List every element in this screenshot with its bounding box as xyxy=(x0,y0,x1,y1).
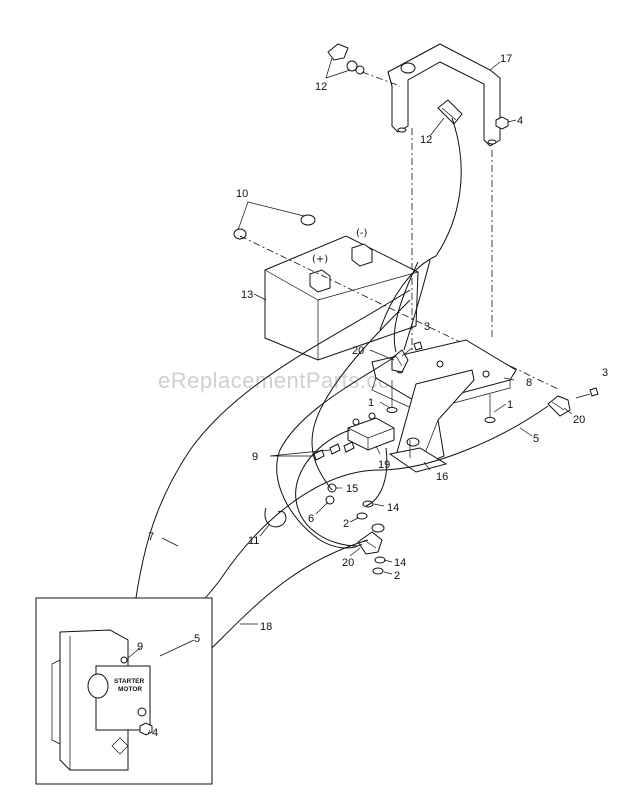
callout-10: 10 xyxy=(236,188,248,200)
callout-9-starter: 9 xyxy=(137,641,143,653)
callout-labels: 12 17 4 12 10 13 3 20 8 3 1 1 20 5 9 19 … xyxy=(137,53,608,739)
callout-16: 16 xyxy=(436,471,448,483)
leader-lines xyxy=(127,57,573,735)
callout-20-right: 20 xyxy=(573,414,585,426)
positive-terminal-label: (+) xyxy=(312,254,328,265)
callout-1-left: 1 xyxy=(368,397,374,409)
solenoid-bracket-16 xyxy=(388,369,475,473)
callout-14-upper: 14 xyxy=(387,502,399,514)
washer-14-lower xyxy=(374,556,386,564)
callout-4-starter: 4 xyxy=(152,727,158,739)
cable-clip-12-upper xyxy=(327,43,365,75)
callout-2-lower: 2 xyxy=(394,570,400,582)
callout-7: 7 xyxy=(148,531,154,543)
washer-15 xyxy=(327,483,337,493)
callout-9-upper: 9 xyxy=(252,451,258,463)
terminal-lug-lower xyxy=(371,523,385,533)
callout-15: 15 xyxy=(346,483,358,495)
battery-cap-10 xyxy=(233,214,316,240)
negative-terminal-label: (-) xyxy=(356,228,368,239)
callout-13: 13 xyxy=(241,289,253,301)
nut-2-upper xyxy=(356,512,368,520)
bolt-1-right xyxy=(484,394,496,423)
starter-motor-label-line1: STARTER xyxy=(114,678,145,685)
callout-3-right: 3 xyxy=(602,367,608,379)
callout-14-lower: 14 xyxy=(394,557,406,569)
callout-20-top: 20 xyxy=(352,345,364,357)
callout-5-lower: 5 xyxy=(194,633,200,645)
callout-6: 6 xyxy=(308,513,314,525)
callout-12-lower: 12 xyxy=(420,134,432,146)
callout-1-right: 1 xyxy=(507,399,513,411)
screw-3-right xyxy=(575,387,599,399)
solenoid-19 xyxy=(347,412,395,451)
battery-bracket-17 xyxy=(387,43,501,147)
battery-13 xyxy=(264,235,419,361)
callout-2-upper: 2 xyxy=(343,518,349,530)
nut-4-starter xyxy=(139,722,153,736)
callout-3-upper: 3 xyxy=(424,321,430,333)
watermark-text: eReplacementParts.com xyxy=(158,368,409,393)
callout-12-upper: 12 xyxy=(315,81,327,93)
cable-tie-11 xyxy=(264,507,287,528)
callout-5-upper: 5 xyxy=(533,433,539,445)
callout-17: 17 xyxy=(500,53,512,65)
fuse-holder-20-right xyxy=(547,395,571,417)
nut-4-top xyxy=(495,116,509,130)
fuse-holder-20-top xyxy=(391,349,409,373)
nut-2-lower xyxy=(372,567,384,575)
bolt-1-left xyxy=(386,380,398,413)
washer-14-upper xyxy=(362,500,374,508)
callout-4-bracket: 4 xyxy=(517,115,523,127)
starter-motor-label-line2: MOTOR xyxy=(118,686,142,693)
mounting-plate-8 xyxy=(371,339,517,413)
callout-20-lower: 20 xyxy=(342,557,354,569)
callout-11: 11 xyxy=(248,535,259,547)
callout-18: 18 xyxy=(260,621,272,633)
engine-inset xyxy=(35,597,213,785)
cable-clip-12-lower xyxy=(437,99,463,125)
screw-3-upper xyxy=(401,341,423,357)
bolt-9-group xyxy=(313,441,355,461)
callout-19: 19 xyxy=(378,459,390,471)
fuse-holder-20-lower xyxy=(357,531,383,555)
callout-8: 8 xyxy=(526,377,532,389)
